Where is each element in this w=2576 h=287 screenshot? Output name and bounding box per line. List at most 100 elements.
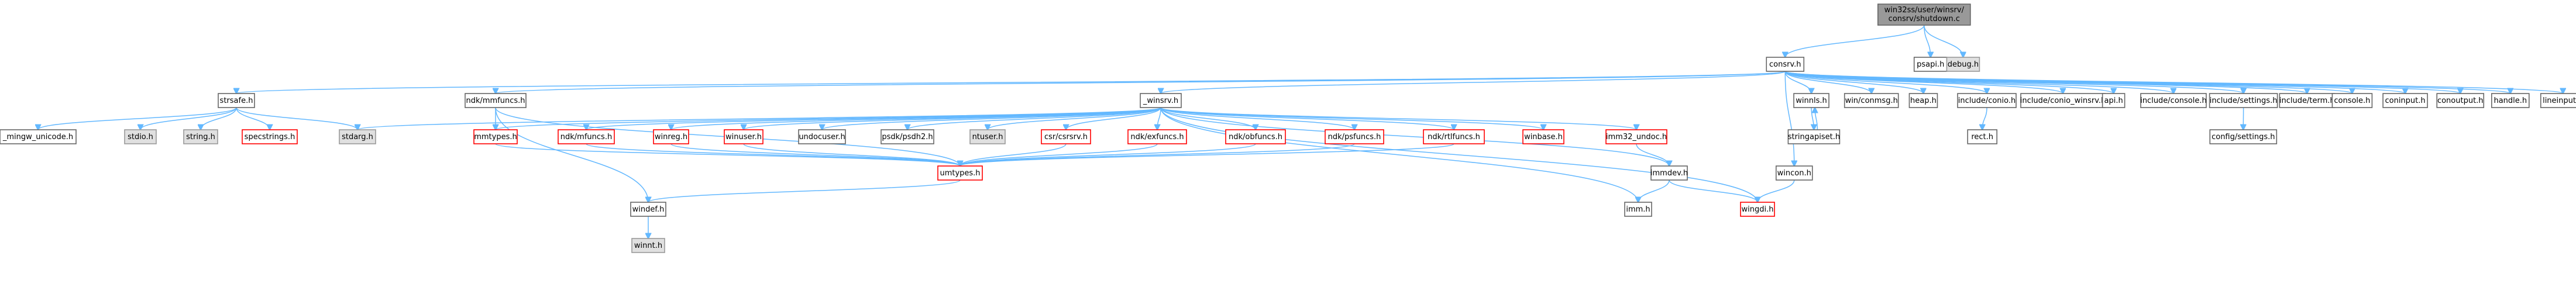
node-winbase-h[interactable]: winbase.h: [1522, 129, 1564, 144]
node-box: [1908, 93, 1938, 108]
node-label: api.h: [2104, 96, 2123, 105]
edge-ndk_exfuncs_h-to-umtypes_h: [960, 143, 1158, 166]
node-handle-h[interactable]: handle.h: [2491, 93, 2530, 108]
edge-ndk_psfuncs_h-to-umtypes_h: [960, 143, 1355, 166]
node-csrsrv-h[interactable]: csr/csrsrv.h: [1041, 129, 1091, 144]
edge-root-to-psapi_h: [1924, 25, 1931, 57]
node-psapi-h[interactable]: psapi.h: [1913, 57, 1948, 72]
edge-winsrv_h-to-winbase_h: [1160, 107, 1543, 130]
edge-ndk_mmfuncs_h-to-windef_h: [495, 107, 648, 202]
node-box: [1140, 93, 1182, 108]
node-label: include/settings.h: [2210, 96, 2278, 105]
edge-mmtypes_h-to-umtypes_h: [495, 143, 960, 166]
node-box: [1967, 129, 1997, 144]
node-ndk-obfuncs-h[interactable]: ndk/obfuncs.h: [1225, 129, 1286, 144]
node-lineinput-h[interactable]: lineinput.h: [2540, 93, 2576, 108]
node-ndk-mmfuncs-h[interactable]: ndk/mmfuncs.h: [465, 93, 527, 108]
node-coninput-h[interactable]: coninput.h: [2382, 93, 2428, 108]
node-include-settings-h[interactable]: include/settings.h: [2209, 93, 2278, 108]
node-undocuser-h[interactable]: undocuser.h: [798, 129, 846, 144]
node-include-conio-winsrv-h[interactable]: include/conio_winsrv.h: [2020, 93, 2106, 108]
edge-consrv_h-to-wincon_h: [1784, 71, 1794, 166]
edge-root-to-consrv_h: [1785, 25, 1925, 57]
node-stdarg-h[interactable]: stdarg.h: [339, 129, 376, 144]
node-label: imm32_undoc.h: [1606, 133, 1667, 141]
node-debug-h[interactable]: debug.h: [1946, 57, 1980, 72]
node-box: [1766, 57, 1805, 72]
node-api-h[interactable]: api.h: [2102, 93, 2126, 108]
node-consrv-h[interactable]: consrv.h: [1766, 57, 1805, 72]
node-string-h[interactable]: string.h: [183, 129, 218, 144]
edge-strsafe_h-to-mingw_unicode_h: [38, 107, 237, 130]
node-rect-h[interactable]: rect.h: [1967, 129, 1997, 144]
node-umtypes-h[interactable]: umtypes.h: [937, 165, 983, 181]
node-ndk-mfuncs-h[interactable]: ndk/mfuncs.h: [558, 129, 615, 144]
node-label: ndk/mmfuncs.h: [466, 96, 525, 105]
node-label: winbase.h: [1524, 133, 1563, 141]
node-conoutput-h[interactable]: conoutput.h: [2436, 93, 2485, 108]
node-label: ndk/obfuncs.h: [1229, 133, 1282, 141]
node-winreg-h[interactable]: winreg.h: [653, 129, 689, 144]
node-strsafe-h[interactable]: strsafe.h: [218, 93, 255, 108]
node-console-h[interactable]: console.h: [2331, 93, 2373, 108]
node-label: winreg.h: [655, 133, 687, 141]
node-wingdi-h[interactable]: wingdi.h: [1740, 202, 1775, 217]
node-winnt-h[interactable]: winnt.h: [631, 238, 665, 253]
edge-winsrv_h-to-imm_h: [1160, 107, 1638, 202]
node-winconmsg-h[interactable]: win/conmsg.h: [1844, 93, 1899, 108]
edge-stringapiset_h-to-winnls_h: [1815, 108, 1817, 130]
edge-strsafe_h-to-string_h: [201, 107, 237, 130]
node-imm-h[interactable]: imm.h: [1624, 202, 1652, 217]
edge-winsrv_h-to-ntuser_h: [988, 107, 1161, 130]
node-windef-h[interactable]: windef.h: [630, 202, 666, 217]
node-label: psapi.h: [1917, 60, 1944, 69]
node-box: [653, 129, 689, 144]
node-box: [124, 129, 157, 144]
node-psdk-h[interactable]: psdk/psdh2.h: [881, 129, 934, 144]
node-specstrings-h[interactable]: specstrings.h: [242, 129, 298, 144]
node-mmtypes-h[interactable]: mmtypes.h: [473, 129, 518, 144]
node-label: csr/csrsrv.h: [1044, 133, 1088, 141]
node-wincon-h[interactable]: wincon.h: [1775, 165, 1813, 181]
node-ndk-rtlfuncs-h[interactable]: ndk/rtlfuncs.h: [1423, 129, 1485, 144]
node-root[interactable]: win32ss/user/winsrv/consrv/shutdown.c: [1877, 4, 1971, 26]
node-ndk-psfuncs-h[interactable]: ndk/psfuncs.h: [1325, 129, 1384, 144]
node-include-console-h[interactable]: include/console.h: [2140, 93, 2207, 108]
node-label: windef.h: [632, 205, 665, 214]
node-heap-h[interactable]: heap.h: [1908, 93, 1938, 108]
node-stdio-h[interactable]: stdio.h: [124, 129, 157, 144]
node-box: [724, 129, 763, 144]
node-label: _mingw_unicode.h: [2, 133, 73, 141]
node-config-settings-h[interactable]: config/settings.h: [2209, 129, 2278, 144]
node-box: [2382, 93, 2428, 108]
node-box: [1605, 129, 1667, 144]
node-winnls-h[interactable]: winnls.h: [1793, 93, 1829, 108]
edge-strsafe_h-to-specstrings_h: [236, 107, 270, 130]
node-label: win/conmsg.h: [1845, 96, 1898, 105]
node-include-term-h[interactable]: include/term.h: [2279, 93, 2336, 108]
node-include-conio-h[interactable]: include/conio.h: [1957, 93, 2017, 108]
node-ntuser-h[interactable]: ntuser.h: [969, 129, 1006, 144]
node-ndk-exfuncs-h[interactable]: ndk/exfuncs.h: [1127, 129, 1187, 144]
node-box: [1844, 93, 1899, 108]
node-stringapiset-h[interactable]: stringapiset.h: [1787, 129, 1841, 144]
node-box: [1225, 129, 1286, 144]
edge-include_conio_h-to-rect_h: [1982, 107, 1987, 130]
edge-winsrv_h-to-psdk_h: [907, 107, 1161, 130]
edge-root-to-debug_h: [1924, 25, 1963, 57]
edge-consrv_h-to-strsafe_h: [236, 71, 1786, 94]
node-label: conoutput.h: [2437, 96, 2484, 105]
node-imm32-undoc-h[interactable]: imm32_undoc.h: [1605, 129, 1667, 144]
node-mingw-unicode-h[interactable]: _mingw_unicode.h: [0, 129, 77, 144]
node-immdev-h[interactable]: immdev.h: [1650, 165, 1688, 181]
edge-winsrv_h-to-undocuser_h: [822, 107, 1161, 130]
edge-consrv_h-to-winnls_h: [1784, 71, 1811, 94]
node-label: handle.h: [2494, 96, 2527, 105]
node-label: include/conio.h: [1958, 96, 2016, 105]
node-winuser-h[interactable]: winuser.h: [724, 129, 763, 144]
node-winsrv-h[interactable]: _winsrv.h: [1140, 93, 1182, 108]
node-box: [1946, 57, 1980, 72]
edge-consrv_h-to-lineinput_h: [1784, 71, 2563, 94]
edge-consrv_h-to-winconmsg_h: [1784, 71, 1871, 94]
edges-layer: [38, 25, 2563, 238]
